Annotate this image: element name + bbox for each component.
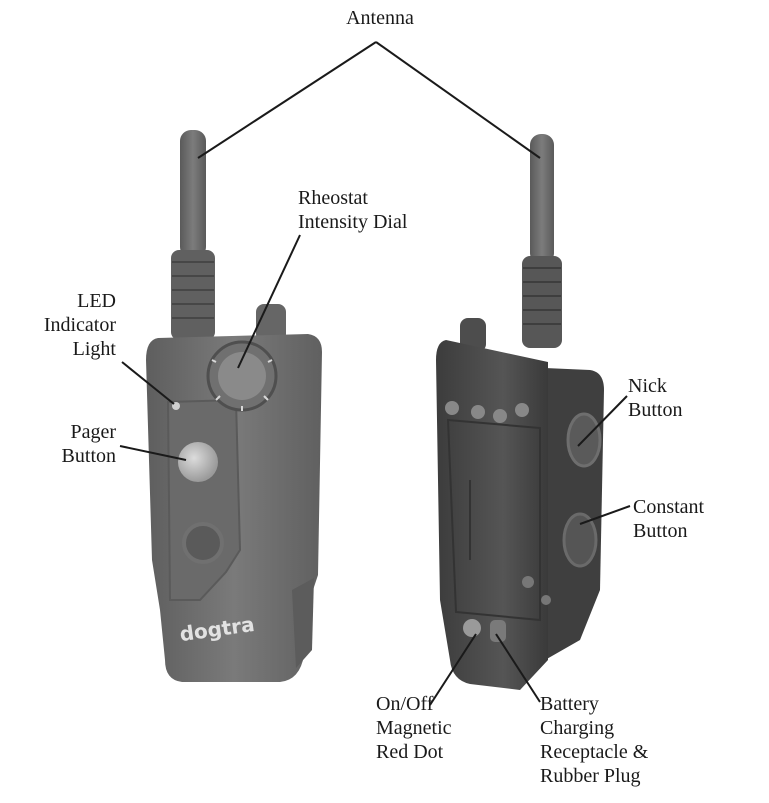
- back-transmitter: [436, 134, 604, 690]
- front-lower-button: [182, 522, 224, 564]
- front-side-grip: [292, 578, 314, 668]
- label-pager-button: Pager Button: [61, 421, 116, 467]
- leader-lines: [119, 41, 631, 706]
- back-screws: [445, 401, 529, 423]
- label-on-off-magnetic-red-dot: On/Off Magnetic Red Dot: [376, 693, 452, 763]
- back-side-screw: [522, 576, 534, 588]
- leader-rheostat: [237, 234, 301, 369]
- label-battery-charging-receptacle: Battery Charging Receptacle & Rubber Plu…: [540, 693, 649, 787]
- rheostat-dial-face: [218, 352, 266, 400]
- label-constant-button: Constant Button: [633, 496, 705, 542]
- constant-button: [562, 512, 598, 568]
- on-off-magnetic-red-dot: [463, 619, 481, 637]
- front-antenna: [180, 130, 206, 258]
- rheostat-dial-ticks: [211, 359, 273, 411]
- leader-onoff: [429, 633, 477, 706]
- back-lanyard-clip: [460, 318, 486, 352]
- back-antenna: [530, 134, 554, 264]
- leader-antenna-right: [375, 41, 541, 159]
- front-transmitter: dogtra: [146, 130, 322, 682]
- label-rheostat-intensity-dial: Rheostat Intensity Dial: [298, 187, 408, 233]
- battery-charging-receptacle: [490, 620, 506, 642]
- leader-constant: [579, 505, 631, 525]
- back-antenna-rings: [523, 267, 561, 325]
- back-side-screw-2: [541, 595, 551, 605]
- leader-antenna-left: [197, 41, 377, 159]
- leader-pager: [119, 445, 187, 461]
- leader-led: [121, 361, 175, 405]
- label-nick-button: Nick Button: [628, 375, 683, 421]
- label-antenna: Antenna: [346, 7, 414, 29]
- label-led-indicator-light: LED Indicator Light: [43, 290, 116, 360]
- leader-nick: [577, 395, 628, 447]
- front-antenna-rings: [172, 261, 214, 319]
- back-battery-cover: [446, 418, 541, 622]
- back-body: [436, 340, 548, 690]
- back-antenna-collar: [522, 256, 562, 348]
- leader-battery: [495, 633, 541, 703]
- pager-button: [178, 442, 218, 482]
- front-antenna-collar: [171, 250, 215, 340]
